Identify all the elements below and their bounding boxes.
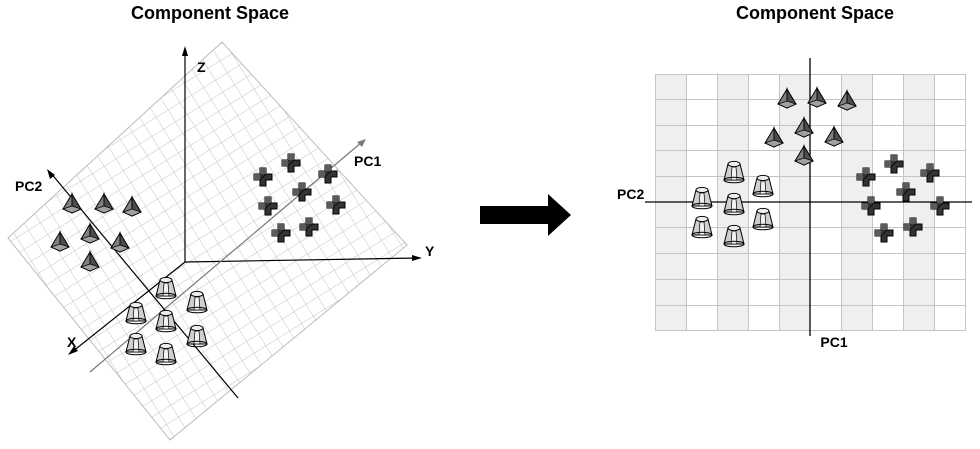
x-axis-label: X xyxy=(67,334,77,350)
component-plane xyxy=(7,41,408,441)
left-title: Component Space xyxy=(131,3,289,23)
right-panel: PC1 PC2 xyxy=(617,58,972,350)
transform-arrow-icon xyxy=(480,194,571,236)
pyramid-icon xyxy=(824,126,844,147)
cup-icon xyxy=(691,186,713,210)
pyramid-icon xyxy=(807,87,827,108)
cup-icon xyxy=(691,215,713,239)
pc2-axis xyxy=(49,171,239,399)
pc1-axis-label: PC1 xyxy=(820,334,847,350)
left-panel: Z Y X PC1 PC2 xyxy=(7,41,435,441)
right-title: Component Space xyxy=(736,3,894,23)
y-axis xyxy=(184,257,419,263)
cup-icon xyxy=(752,174,774,198)
y-axis-label: Y xyxy=(425,243,435,259)
cross-icon xyxy=(884,154,904,174)
pc2-axis-label: PC2 xyxy=(15,178,42,194)
cross-icon xyxy=(874,223,894,243)
pc2-axis-label: PC2 xyxy=(617,186,644,202)
z-axis-label: Z xyxy=(197,59,206,75)
cup-icon xyxy=(752,207,774,231)
pc1-axis-label: PC1 xyxy=(354,153,381,169)
